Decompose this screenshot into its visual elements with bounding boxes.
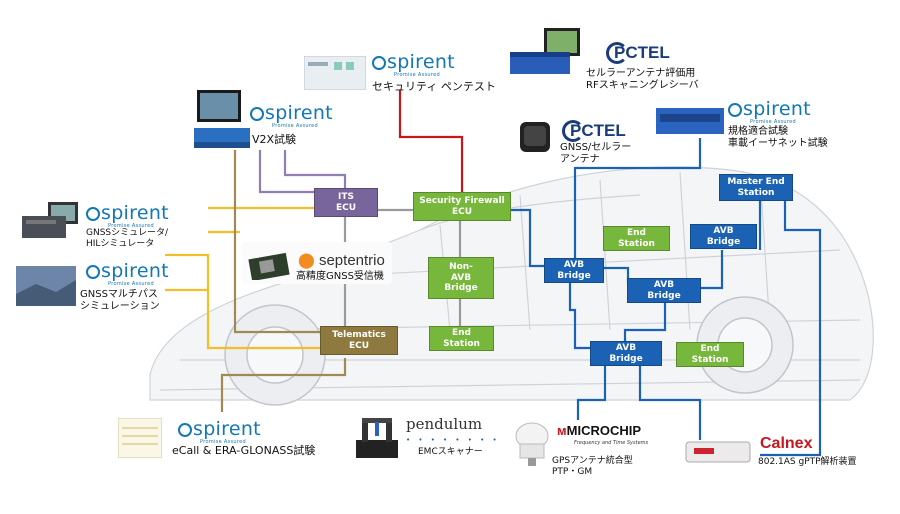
- septentrio-logo: ⬤ septentrio: [298, 252, 385, 269]
- node-end-station-3: End Station: [676, 342, 744, 367]
- security-tester-screen-icon: [304, 56, 366, 90]
- node-telematics-ecu: Telematics ECU: [320, 326, 398, 355]
- label-pctel-receiver: セルラーアンテナ評価用 RFスキャニングレシーバ: [586, 68, 699, 91]
- label-gnss-cellular-antenna: GNSS/セルラー アンテナ: [560, 142, 632, 165]
- microchip-logo: ᴍMICROCHIP: [557, 423, 642, 438]
- multipath-photo-icon: [16, 266, 76, 306]
- node-end-station-2: End Station: [603, 226, 670, 251]
- node-avb-bridge-2: AVB Bridge: [690, 224, 757, 249]
- node-non-avb-bridge: Non- AVB Bridge: [428, 257, 494, 299]
- label-ecall: eCall & ERA-GLONASS試験: [172, 444, 316, 457]
- label-security-test: セキュリティ ペンテスト: [372, 80, 496, 93]
- label-conformance: 規格適合試験 車載イーサネット試験: [728, 126, 828, 149]
- node-end-station-1: End Station: [429, 326, 494, 351]
- spirent-logo-security: spirent Promise Assured: [372, 53, 455, 78]
- label-gnss-multipath: GNSSマルチパス シミュレーション: [80, 289, 160, 312]
- v2x-pc-icon: [194, 90, 250, 148]
- label-emc: EMCスキャナー: [418, 447, 483, 457]
- spirent-logo-icon: [86, 207, 100, 221]
- spirent-logo-ecall: spirent Promise Assured: [178, 420, 261, 445]
- pctel-logo-antenna: PCTEL: [562, 120, 626, 142]
- node-avb-bridge-4: AVB Bridge: [590, 341, 662, 366]
- pctel-ring-icon: [606, 42, 628, 64]
- spirent-logo-icon: [86, 265, 100, 279]
- microchip-m-icon: ᴍ: [557, 423, 567, 438]
- scanning-receiver-icon: [510, 28, 580, 74]
- spirent-logo-multipath: spirent Promise Assured: [86, 262, 169, 287]
- pendulum-dots-icon: • • • • • • • •: [406, 436, 500, 444]
- label-v2x: V2X試験: [252, 133, 297, 146]
- spirent-logo-v2x: spirent Promise Assured: [250, 104, 333, 129]
- gps-antenna-icon: [515, 422, 549, 466]
- calnex-logo: Calnex: [760, 435, 813, 452]
- label-gps-antenna: GPSアンテナ統合型 PTP・GM: [552, 456, 633, 477]
- gptp-analyzer-icon: [685, 441, 751, 463]
- node-avb-bridge-3: AVB Bridge: [627, 278, 701, 303]
- pendulum-logo: pendulum: [406, 415, 483, 433]
- ecall-screen-icon: [118, 418, 162, 458]
- node-avb-bridge-1: AVB Bridge: [544, 258, 604, 283]
- label-gptp-analyzer: 802.1AS gPTP解析装置: [758, 457, 857, 467]
- pctel-logo-receiver: PCTEL: [606, 42, 670, 64]
- ethernet-tester-icon: [656, 108, 724, 134]
- spirent-logo-gnss-sim: spirent Promise Assured: [86, 204, 169, 229]
- gnss-board-icon: [248, 252, 290, 280]
- spirent-logo-icon: [250, 107, 264, 121]
- spirent-logo-icon: [178, 423, 192, 437]
- emc-scanner-icon: [356, 418, 398, 458]
- microchip-tagline: Frequency and Time Systems: [574, 440, 649, 446]
- septentrio-pin-icon: ⬤: [298, 252, 315, 269]
- node-master-end-station: Master End Station: [719, 174, 793, 201]
- pctel-ring-icon: [562, 120, 584, 142]
- gnss-simulator-icon: [22, 202, 78, 238]
- node-its-ecu: ITS ECU: [314, 188, 378, 217]
- antenna-device-icon: [520, 122, 550, 152]
- label-gnss-receiver: 高精度GNSS受信機: [296, 271, 384, 282]
- label-gnss-simulator: GNSSシミュレータ/ HILシミュレータ: [86, 228, 168, 249]
- spirent-logo-conformance: spirent Promise Assured: [728, 100, 811, 125]
- spirent-logo-icon: [372, 56, 386, 70]
- node-security-firewall-ecu: Security Firewall ECU: [413, 192, 511, 221]
- spirent-logo-icon: [728, 103, 742, 117]
